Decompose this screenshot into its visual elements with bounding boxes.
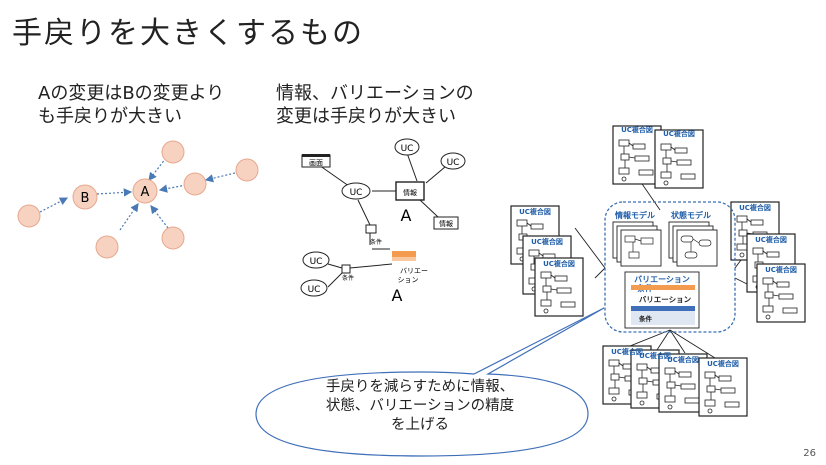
variation-label: バリエーション [639,295,692,304]
callout-line1: 手戻りを減らすために情報、 [325,379,515,395]
uc-diagram-label: UC複合図 [765,265,797,274]
dep-arrow [204,172,236,183]
variation-label-2: ション [398,276,419,284]
variation-header [392,251,416,257]
node-circle [95,235,119,259]
dep-arrow [39,197,69,213]
uc-diagram-label: UC複合図 [531,237,563,246]
condition-label: 条件 [342,274,354,282]
variation-blue-bar [631,306,695,311]
uc-diagram-label: UC複合図 [663,129,695,138]
dep-arrow [96,188,133,197]
uc-info-diagram: 画面 UC UC UC UC UC 情報 A 情報 条件 条件 バリエー ション… [300,138,466,305]
a-label: A [392,286,403,305]
condition-label: 条件 [639,314,653,323]
dep-arrow [148,157,167,181]
node-b-circle [72,184,98,210]
callout-bubble [255,307,605,457]
callout-line3: を上げる [391,417,449,433]
model-group-box [604,201,736,333]
uc-ellipse [300,279,328,297]
uc-label: UC [308,285,321,295]
uc-ellipse [341,182,371,200]
uc-ellipse [440,152,466,170]
uc-diagram-label: UC複合図 [739,203,771,212]
variation-orange-bar [631,285,695,290]
info-box [395,181,425,201]
uc-diagram-label: UC複合図 [611,347,643,356]
node-a-label: A [141,185,150,200]
info-box [433,216,459,230]
middle-heading: 情報、バリエーションの 変更は手戻りが大きい [276,82,474,128]
callout-text: 手戻りを減らすために情報、 状態、バリエーションの精度 を上げる [300,378,540,435]
uc-diagram-label: UC複合図 [621,125,653,134]
left-heading: Aの変更はBの変更より も手戻りが大きい [38,82,224,128]
node-a-circle [132,178,158,204]
uc-diagram-label: UC複合図 [519,207,551,216]
node-circle [235,158,259,182]
slide-title: 手戻りを大きくするもの [12,16,364,51]
node-b-label: B [81,191,90,206]
info-label: 情報 [439,219,453,228]
variation-label-1: バリエー [400,267,428,275]
uc-diagram-label: UC複合図 [543,259,575,268]
uc-diagram-label: UC複合図 [755,235,787,244]
uc-ellipse [394,138,420,156]
dep-arrow [150,205,169,229]
info-label: 情報 [403,188,417,197]
uc-diagram-label: UC複合図 [639,351,671,360]
left-heading-line2: も手戻りが大きい [38,106,182,127]
uc-diagram-label: UC複合図 [667,355,699,364]
screen-label: 画面 [309,159,323,167]
state-model-label: 状態モデル [671,210,711,220]
dep-arrow [119,203,139,231]
uc-ellipse [302,251,330,269]
dep-arrow [158,184,187,193]
middle-heading-line1: 情報、バリエーションの [276,83,474,104]
callout-line2: 状態、バリエーションの精度 [325,398,515,414]
uc-label: UC [447,158,460,168]
page-number: 26 [803,448,816,459]
dependency-graph: B A [17,140,259,259]
callout-shape [255,307,605,457]
node-circle [161,140,185,164]
uc-diagram-label: UC複合図 [707,359,739,368]
variation-condition-label-1: バリエーション [634,275,690,284]
uc-label: UC [401,144,414,154]
middle-heading-line2: 変更は手戻りが大きい [276,106,456,127]
uc-label: UC [310,257,323,267]
node-circle [161,226,185,250]
a-label: A [401,206,412,225]
uc-composite-cluster: UC複合図 UC複合図 UC複合図 UC複合図 UC複合図 UC複合図 UC複合… [510,125,806,417]
condition-label: 条件 [370,238,382,246]
uc-label: UC [350,188,363,198]
info-model-label: 情報モデル [614,210,655,220]
node-circle [17,204,41,228]
left-heading-line1: Aの変更はBの変更より [38,83,225,104]
node-circle [183,172,207,196]
